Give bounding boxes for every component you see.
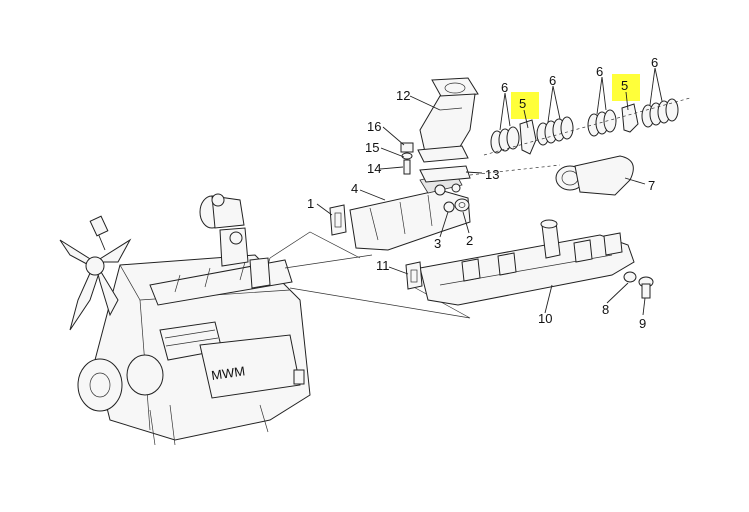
engine-badge: MWM: [210, 363, 246, 383]
callout-16: 16: [367, 119, 381, 134]
part-16-nut: [400, 142, 414, 153]
part-2-nut: [454, 198, 470, 212]
part-1-gasket: [329, 204, 347, 236]
callout-4: 4: [351, 181, 358, 196]
callout-11: 11: [376, 258, 390, 273]
part-4-manifold: [349, 171, 471, 251]
leader-lines: [316, 67, 663, 316]
part-8-washer: [623, 271, 637, 283]
callout-13: 13: [485, 167, 499, 182]
callout-10: 10: [538, 311, 552, 326]
part-11-gasket: [405, 261, 423, 290]
part-12-elbow: [419, 77, 479, 153]
part-13-gasket: [417, 145, 471, 183]
rings-right-group: [587, 98, 679, 137]
callout-9: 9: [639, 316, 646, 331]
engine-manifold: [149, 257, 293, 306]
engine-block: MWM: [59, 193, 311, 446]
callout-12: 12: [396, 88, 410, 103]
part-15-washer: [401, 152, 413, 160]
callout-6-c: 6: [596, 64, 603, 79]
rings-left-group: [490, 116, 574, 155]
callout-labels: 1 2 3 4 5 5 6 6 6 6 7 8 9 10 11 12 13 14…: [307, 55, 658, 331]
callout-6-b: 6: [549, 73, 556, 88]
callout-3: 3: [434, 236, 441, 251]
highlight-part-5-right: [612, 74, 640, 101]
callout-2: 2: [466, 233, 473, 248]
part-5-clip-right: [621, 103, 639, 133]
part-3-washer: [443, 201, 455, 213]
part-10-manifold: [419, 219, 635, 306]
callout-6-d: 6: [651, 55, 658, 70]
turbo-on-engine: [199, 193, 249, 267]
part-7-elbow-tube: [555, 155, 634, 196]
callout-8: 8: [602, 302, 609, 317]
callout-15: 15: [365, 140, 379, 155]
callout-14: 14: [367, 161, 381, 176]
callout-5-left: 5: [519, 96, 526, 111]
callout-5-right: 5: [621, 78, 628, 93]
callout-7: 7: [648, 178, 655, 193]
part-9-bolt: [638, 276, 654, 299]
part-5-clip-left: [519, 119, 537, 155]
callout-6-a: 6: [501, 80, 508, 95]
callout-1: 1: [307, 196, 314, 211]
part-14-bolt: [403, 159, 411, 175]
fan: [59, 215, 132, 331]
